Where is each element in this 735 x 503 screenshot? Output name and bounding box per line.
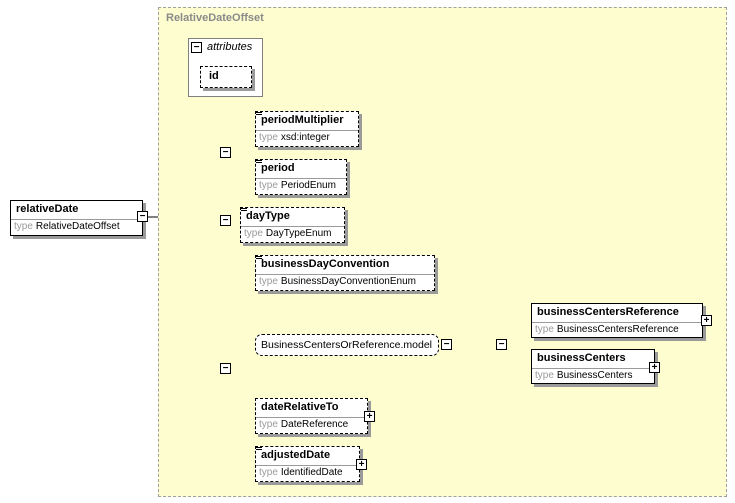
collapse-icon[interactable]: − (496, 339, 507, 350)
doc-marker-icon (241, 208, 247, 211)
type-keyword: type (259, 180, 278, 191)
element-type: DateReference (280, 419, 349, 430)
type-keyword: type (259, 276, 278, 287)
type-keyword: type (259, 467, 278, 478)
expand-icon[interactable]: + (701, 315, 712, 326)
collapse-icon[interactable]: − (220, 215, 231, 226)
attributes-title: attributes (207, 41, 253, 53)
collapse-icon[interactable]: − (220, 147, 231, 158)
type-keyword: type (535, 370, 554, 381)
expand-icon[interactable]: + (649, 362, 660, 373)
element-name: dateRelativeTo (261, 401, 339, 413)
doc-marker-icon (256, 447, 262, 450)
element-name: relativeDate (16, 203, 79, 215)
group-title: RelativeDateOffset (166, 12, 264, 24)
element-type: IdentifiedDate (280, 467, 343, 478)
element-type: BusinessCenters (556, 370, 633, 381)
element-name: adjustedDate (261, 449, 331, 461)
element-type: DayTypeEnum (265, 228, 332, 239)
model-group-name: BusinessCentersOrReference.model (261, 339, 432, 351)
type-keyword: type (14, 221, 33, 232)
doc-marker-icon (256, 160, 262, 163)
attributes-box: − attributes id (188, 38, 263, 97)
type-keyword: type (535, 324, 554, 335)
element-type: RelativeDateOffset (35, 221, 120, 232)
collapse-icon[interactable]: − (137, 211, 148, 222)
element-name: period (261, 162, 295, 174)
type-keyword: type (259, 132, 278, 143)
attribute-id-label: id (209, 70, 219, 82)
expand-icon[interactable]: + (356, 459, 367, 470)
collapse-icon[interactable]: − (441, 339, 452, 350)
collapse-icon[interactable]: − (220, 363, 231, 374)
element-name: businessCentersReference (537, 306, 679, 318)
attribute-id[interactable]: id (200, 66, 252, 88)
attributes-frame (188, 38, 263, 39)
element-name: businessDayConvention (261, 258, 390, 270)
type-keyword: type (259, 419, 278, 430)
expand-icon[interactable]: + (364, 411, 375, 422)
type-keyword: type (244, 228, 263, 239)
model-group[interactable]: BusinessCentersOrReference.model (255, 334, 439, 356)
element-type: BusinessCentersReference (556, 324, 679, 335)
doc-marker-icon (256, 256, 262, 259)
element-type: xsd:integer (280, 132, 330, 143)
element-type: PeriodEnum (280, 180, 336, 191)
element-name: periodMultiplier (261, 114, 344, 126)
collapse-icon[interactable]: − (191, 42, 202, 53)
element-name: dayType (246, 210, 290, 222)
doc-marker-icon (256, 112, 262, 115)
element-name: businessCenters (537, 352, 626, 364)
element-type: BusinessDayConventionEnum (280, 276, 416, 287)
